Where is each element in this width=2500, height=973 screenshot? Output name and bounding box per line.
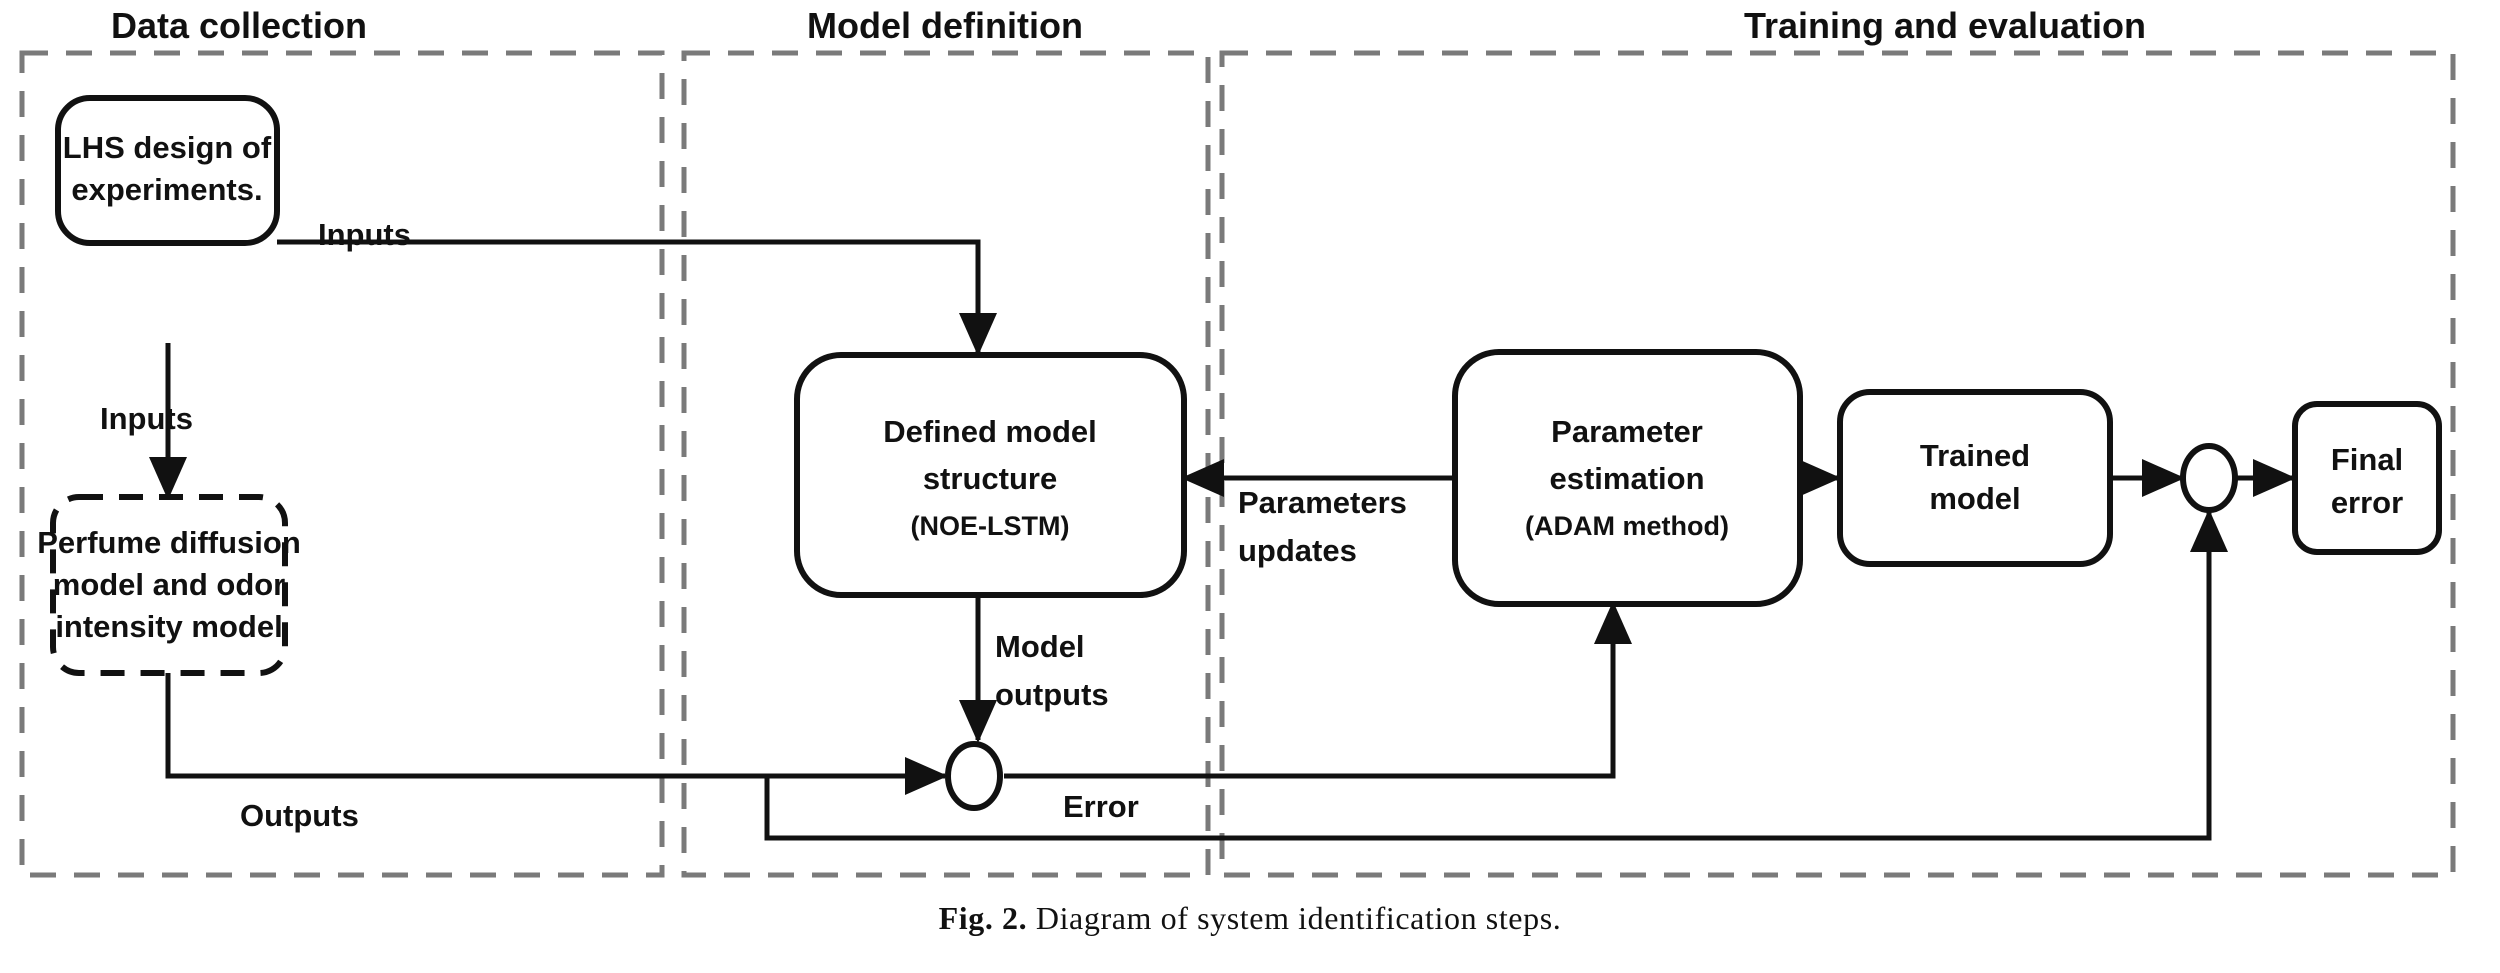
node-parameter-estimation-line2: estimation (1549, 461, 1704, 496)
node-defined-model-line1: Defined model (883, 414, 1097, 449)
figure-caption-label: Fig. 2. (938, 900, 1028, 936)
edge-label-outputs: Outputs (240, 798, 359, 833)
edge-perfume-model-to-sum (165, 672, 948, 795)
edge-error-to-parameter-estimation (1004, 601, 1632, 779)
edge-label-error: Error (1063, 789, 1139, 824)
edge-lhs-to-defined-model (277, 239, 997, 356)
node-perfume-line1: Perfume diffusion (37, 525, 301, 560)
panel-title-training-evaluation: Training and evaluation (1744, 5, 2146, 46)
summing-junction-final-error[interactable] (2180, 443, 2238, 513)
panel-data-collection (19, 50, 665, 878)
node-final-error-line2: error (2331, 485, 2403, 520)
node-final-error-line1: Final (2331, 442, 2403, 477)
edge-label-inputs-to-model: Inputs (318, 217, 411, 252)
node-defined-model-line3: (NOE-LSTM) (911, 511, 1070, 541)
panel-title-model-definition: Model definition (807, 5, 1083, 46)
figure-caption-text: Diagram of system identification steps. (1035, 900, 1562, 936)
node-lhs-design[interactable] (55, 95, 280, 246)
node-parameter-estimation-line3: (ADAM method) (1525, 511, 1729, 541)
node-defined-model-structure[interactable] (794, 352, 1187, 598)
edge-label-parameters-updates-line2: updates (1238, 533, 1357, 568)
node-perfume-diffusion-model[interactable] (50, 494, 288, 676)
summing-junction-error[interactable] (945, 741, 1003, 811)
node-trained-model[interactable] (1837, 389, 2113, 567)
node-parameter-estimation[interactable] (1452, 349, 1803, 607)
node-trained-model-line1: Trained (1920, 438, 2030, 473)
node-defined-model-line2: structure (923, 461, 1057, 496)
node-perfume-line3: intensity model (55, 609, 282, 644)
edge-label-model-outputs-line2: outputs (995, 677, 1109, 712)
node-perfume-line2: model and odor (53, 567, 286, 602)
edge-label-parameters-updates-line1: Parameters (1238, 485, 1407, 520)
edge-label-model-outputs-line1: Model (995, 629, 1085, 664)
edge-outputs-to-final-sum (764, 509, 2228, 841)
figure-caption: Fig. 2. Diagram of system identification… (0, 900, 2500, 937)
panel-training-evaluation (1219, 50, 2456, 878)
node-lhs-design-line1: LHS design of (63, 130, 272, 165)
panel-title-data-collection: Data collection (111, 5, 367, 46)
node-lhs-design-line2: experiments. (71, 172, 262, 207)
edge-label-inputs-to-perfume: Inputs (100, 401, 193, 436)
node-trained-model-line2: model (1929, 481, 2020, 516)
node-parameter-estimation-line1: Parameter (1551, 414, 1703, 449)
node-final-error[interactable] (2292, 401, 2442, 555)
